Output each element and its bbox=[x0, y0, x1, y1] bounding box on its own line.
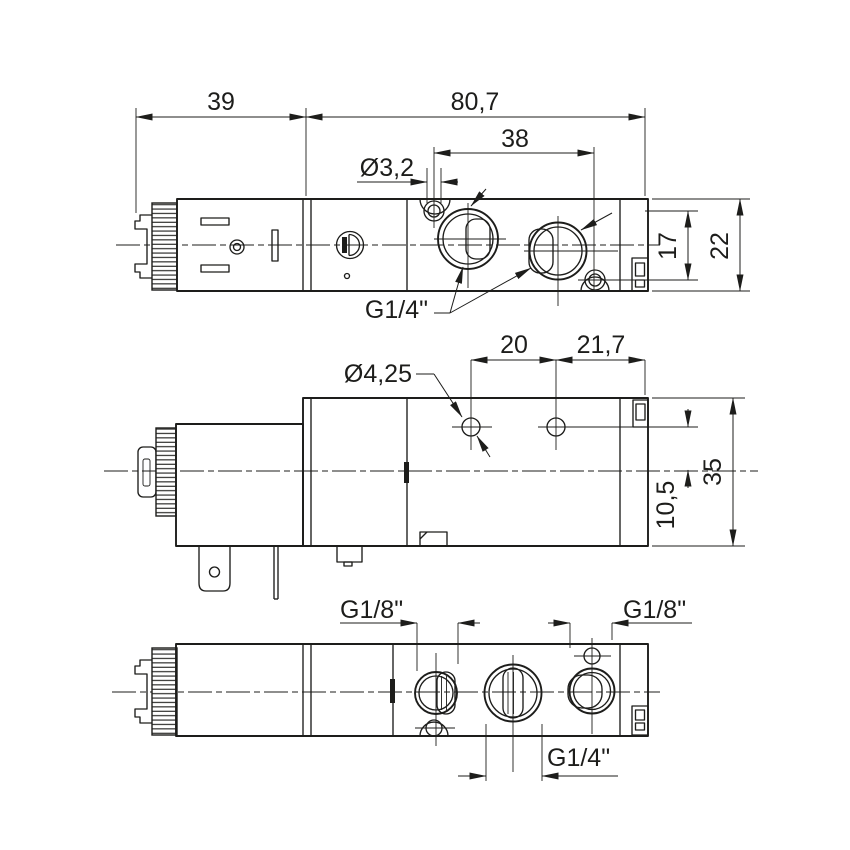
dim-80-7-label: 80,7 bbox=[451, 88, 500, 116]
vent-hole-left bbox=[415, 719, 455, 737]
solenoid-connector-top bbox=[134, 198, 649, 292]
side-view-dimensions: 20 21,7 Ø4,25 10,5 35 bbox=[344, 331, 745, 547]
valve-body-outline-top bbox=[176, 198, 649, 292]
dim-3-2-label: Ø3,2 bbox=[360, 154, 414, 182]
vent-hole-right bbox=[574, 647, 611, 665]
port-g18-right-label: G1/8" bbox=[623, 596, 686, 624]
bottom-view-dimensions: G1/8" G1/8" G1/4" bbox=[340, 596, 692, 781]
exhaust-port-right[interactable] bbox=[567, 638, 616, 734]
valve-body-side bbox=[302, 360, 698, 567]
knurled-nut bbox=[151, 202, 178, 291]
spade-terminal bbox=[198, 546, 231, 592]
dim-21-7-label: 21,7 bbox=[577, 331, 626, 359]
top-view: 39 80,7 38 Ø3,2 17 22 G1/4 bbox=[116, 88, 750, 324]
terminal-hole bbox=[208, 566, 221, 578]
bottom-view: G1/8" G1/8" G1/4" bbox=[112, 596, 692, 781]
side-view: 20 21,7 Ø4,25 10,5 35 bbox=[104, 331, 758, 600]
valve-body-bottom bbox=[175, 638, 649, 772]
dim-20-label: 20 bbox=[500, 331, 528, 359]
pilot-vent-hole bbox=[343, 272, 351, 280]
connector-slot-bottom bbox=[200, 264, 230, 273]
dim-10-5-label: 10,5 bbox=[652, 481, 680, 530]
outlet-port-4[interactable] bbox=[524, 216, 618, 306]
connector-screw-inner bbox=[232, 242, 242, 252]
outlet-port-2[interactable] bbox=[434, 203, 506, 288]
connector-slot-top bbox=[200, 217, 230, 226]
inlet-port-1[interactable] bbox=[414, 653, 458, 746]
supply-port-center[interactable] bbox=[483, 655, 543, 772]
manual-override[interactable] bbox=[335, 230, 365, 260]
port-g14-bottom-label: G1/4" bbox=[547, 744, 610, 772]
gasket-tab bbox=[404, 462, 409, 483]
port-g18-left-label: G1/8" bbox=[340, 596, 403, 624]
dim-38-label: 38 bbox=[501, 125, 529, 153]
connector-screw-outer bbox=[229, 239, 245, 255]
dim-39-label: 39 bbox=[207, 88, 235, 116]
valve-body-top bbox=[302, 198, 649, 306]
dim-4-25-label: Ø4,25 bbox=[344, 360, 412, 388]
knurled-nut-side bbox=[155, 427, 177, 517]
dim-35-label: 35 bbox=[699, 458, 727, 486]
end-spring-clip-bottom bbox=[631, 705, 649, 736]
dim-22-label: 22 bbox=[706, 232, 734, 260]
pilot-hole-right bbox=[538, 360, 698, 450]
gasket-tab-bottom bbox=[390, 679, 395, 703]
port-g14-top-label: G1/4" bbox=[365, 296, 428, 324]
end-spring-clip-top bbox=[631, 257, 649, 292]
top-view-dimensions: 39 80,7 38 Ø3,2 17 22 G1/4 bbox=[135, 88, 750, 324]
pilot-hole-left bbox=[452, 360, 492, 450]
connector-rib bbox=[271, 229, 279, 262]
dim-17-label: 17 bbox=[654, 232, 682, 260]
